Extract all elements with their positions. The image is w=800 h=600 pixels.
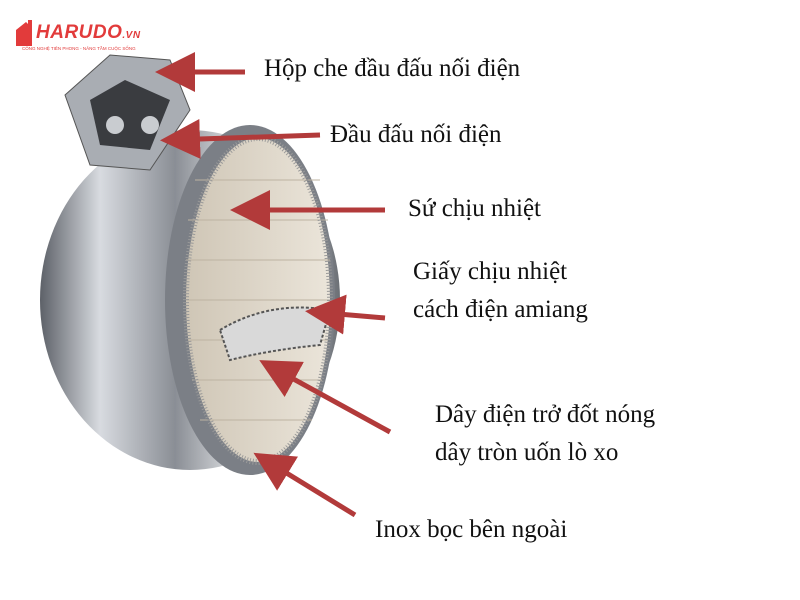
callout-arrows	[155, 52, 392, 518]
terminal-box	[64, 54, 191, 171]
house-icon	[16, 20, 32, 46]
logo: HARUDO.VN CÔNG NGHỆ TIÊN PHONG - NÂNG TẦ…	[14, 18, 154, 58]
arrow-heating-wire	[259, 360, 392, 435]
label-ceramic: Sứ chịu nhiệt	[408, 195, 541, 222]
label-mica-line1: Giấy chịu nhiệt	[413, 258, 568, 285]
steel-ring	[40, 125, 340, 475]
label-wire-line2: dây tròn uốn lò xo	[435, 439, 619, 466]
label-terminal-cover: Hộp che đầu đấu nối điện	[264, 55, 521, 82]
label-wire-line1: Dây điện trở đốt nóng	[435, 401, 656, 428]
logo-tagline: CÔNG NGHỆ TIÊN PHONG - NÂNG TẦM CUỘC SỐN…	[22, 46, 136, 51]
label-mica-line2: cách điện amiang	[413, 296, 588, 323]
arrow-mica	[305, 294, 386, 335]
logo-wordmark: HARUDO.VN	[36, 22, 141, 43]
label-terminal: Đầu đấu nối điện	[330, 121, 502, 148]
arrow-terminal	[160, 119, 321, 159]
label-steel-sheath: Inox bọc bên ngoài	[375, 516, 568, 543]
arrow-steel-sheath	[253, 452, 357, 518]
